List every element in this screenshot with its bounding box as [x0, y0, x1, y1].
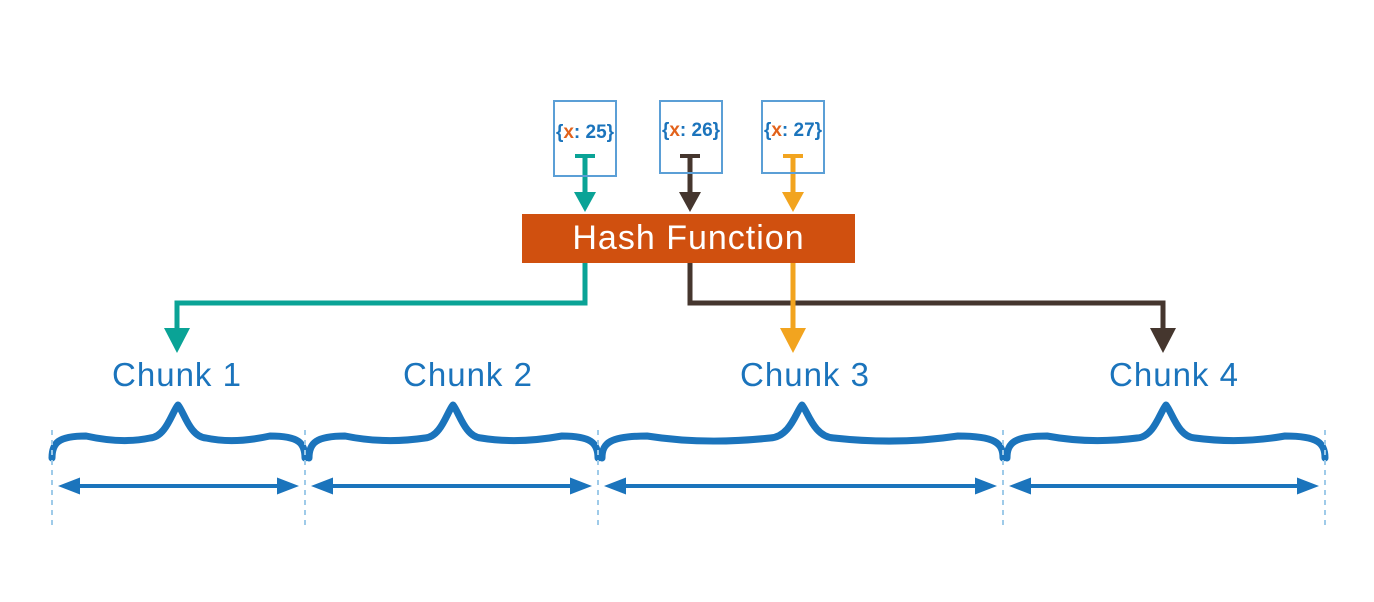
hash-to-chunk4-brown-arrow [687, 262, 1176, 353]
chunk2-label: Chunk 2 [403, 356, 533, 393]
range-boundary-dashed-lines [51, 430, 1326, 528]
chunk1-brace [48, 401, 309, 462]
chunk3-brace [598, 401, 1007, 462]
document-2-text: {x: 26} [661, 120, 721, 141]
hash-function-box: Hash Function [522, 214, 855, 263]
chunk3-range-arrow [604, 477, 997, 495]
chunk1-range-arrow [58, 477, 299, 495]
chunk2-brace [305, 401, 602, 462]
chunk4-range-arrow [1009, 477, 1319, 495]
hash-function-label: Hash Function [572, 219, 805, 257]
document-box-3: {x: 27} [761, 100, 825, 174]
document-box-2: {x: 26} [659, 100, 723, 174]
document-1-text: {x: 25} [555, 121, 615, 143]
chunk1-label: Chunk 1 [112, 356, 242, 393]
chunk4-label: Chunk 4 [1109, 356, 1239, 393]
document-3-text: {x: 27} [763, 120, 823, 141]
doc3-to-hash-arrow [782, 154, 804, 212]
chunk4-brace [1003, 401, 1329, 462]
chunk3-label: Chunk 3 [740, 356, 870, 393]
chunk2-range-arrow [311, 477, 592, 495]
doc2-to-hash-arrow [679, 154, 701, 212]
hash-to-chunk3-amber-arrow [780, 262, 806, 353]
document-box-1: {x: 25} [553, 100, 617, 177]
hash-to-chunk1-teal-arrow [164, 262, 588, 353]
